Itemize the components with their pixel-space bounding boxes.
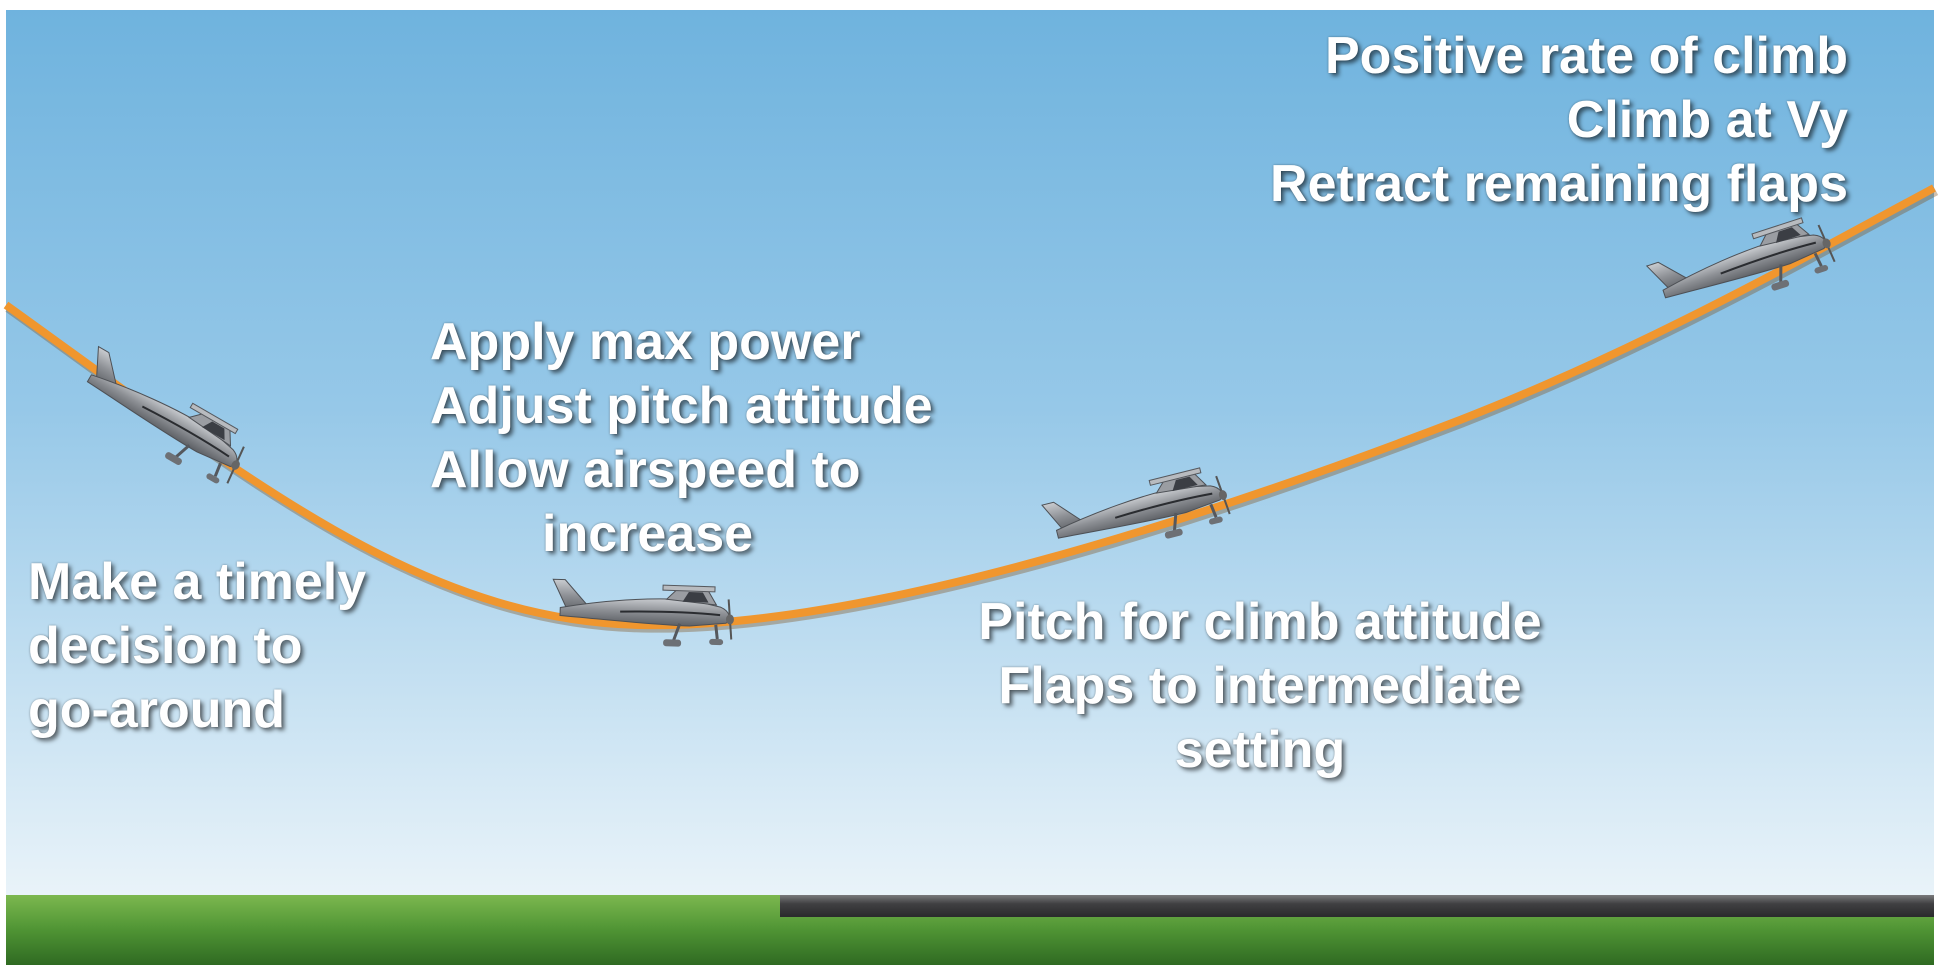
step-decision-line: Make a timely — [28, 553, 367, 611]
step-pitch-line: Pitch for climb attitude — [978, 593, 1542, 651]
step-climb-line: Climb at Vy — [1566, 91, 1848, 149]
step-decision-line: go-around — [28, 681, 286, 739]
step-decision-line: decision to — [28, 617, 303, 675]
step-power-line: Apply max power — [430, 313, 861, 371]
step-power-label: Apply max power Adjust pitch attitude Al… — [430, 310, 960, 566]
step-decision-label: Make a timely decision to go-around — [28, 550, 366, 742]
step-climb-label: Positive rate of climb Climb at Vy Retra… — [1270, 24, 1848, 216]
step-power-line: increase — [542, 505, 754, 563]
step-climb-line: Retract remaining flaps — [1270, 155, 1848, 213]
step-pitch-line: setting — [1174, 721, 1346, 779]
step-power-line: Adjust pitch attitude — [430, 377, 933, 435]
runway — [780, 895, 1934, 917]
step-climb-line: Positive rate of climb — [1324, 27, 1848, 85]
step-pitch-line: Flaps to intermediate — [998, 657, 1522, 715]
step-power-line: Allow airspeed to — [430, 441, 861, 499]
step-pitch-label: Pitch for climb attitude Flaps to interm… — [960, 590, 1560, 782]
sky — [6, 10, 1934, 895]
